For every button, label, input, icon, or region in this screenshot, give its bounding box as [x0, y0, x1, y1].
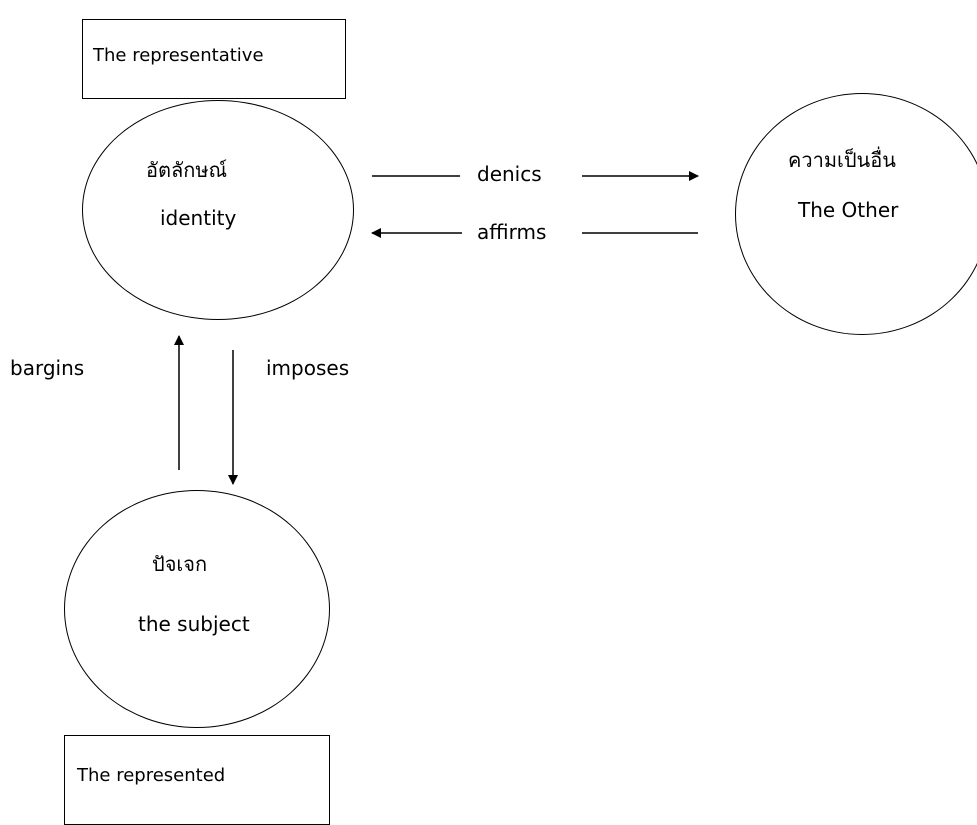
represented-box: The represented	[64, 735, 330, 825]
affirms-label: affirms	[473, 220, 551, 244]
subject-english-label: the subject	[138, 612, 250, 636]
identity-english-label: identity	[160, 206, 237, 230]
representative-box: The representative	[82, 19, 346, 99]
other-thai-label: ความเป็นอื่น	[788, 148, 896, 172]
imposes-label: imposes	[266, 356, 350, 380]
subject-thai-label: ปัจเจก	[152, 552, 208, 576]
identity-thai-label: อัตลักษณ์	[146, 158, 228, 182]
other-english-label: The Other	[798, 198, 899, 222]
subject-node	[64, 490, 330, 728]
representative-label: The representative	[93, 45, 264, 66]
denics-label: denics	[473, 162, 546, 186]
bargins-label: bargins	[10, 356, 85, 380]
other-node	[735, 93, 977, 335]
identity-node	[82, 100, 354, 320]
represented-label: The represented	[77, 765, 226, 786]
